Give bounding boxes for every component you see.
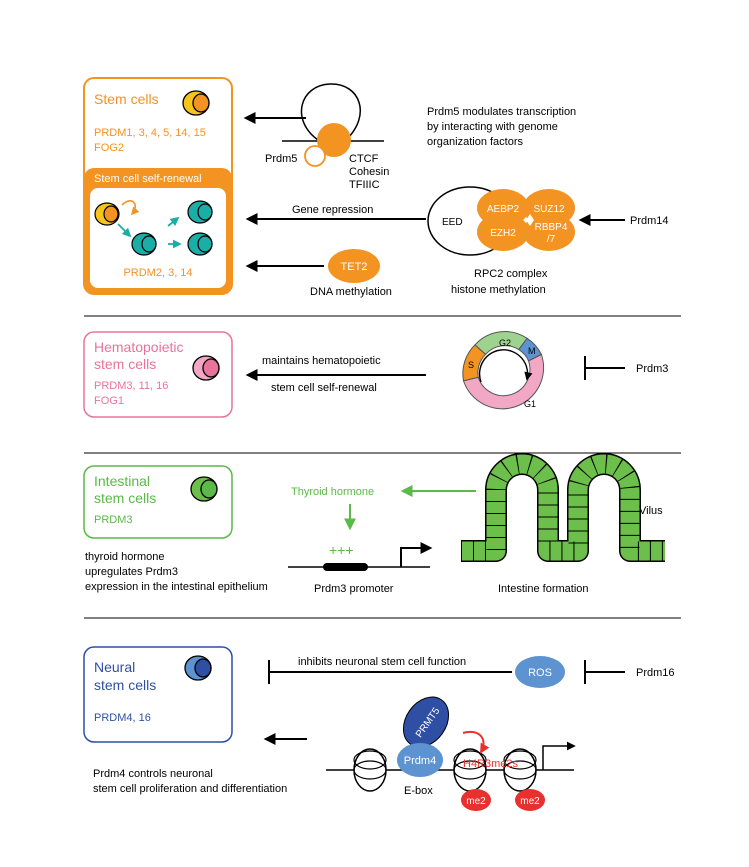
- promoter-block: [323, 563, 368, 571]
- prdm3-promoter: [288, 542, 433, 571]
- hematopoietic-section: Hematopoietic stem cells PRDM3, 11, 16 F…: [83, 331, 668, 418]
- prc2-complex: EED AEBP2 EZH2 SUZ12 RBBP4 /7: [427, 186, 575, 256]
- hematopoietic-arrow-label-1: maintains hematopoietic: [262, 355, 381, 367]
- ctcf-label: CTCF: [349, 153, 379, 165]
- prdm4-protein: [397, 743, 443, 777]
- neural-cell-icon: [184, 655, 212, 681]
- tet2-label: TET2: [341, 261, 368, 273]
- prdm5-desc-2: by interacting with genome: [427, 121, 558, 133]
- plus-signs: +++: [329, 542, 354, 558]
- rbbp4-label: RBBP4: [535, 222, 568, 233]
- me2-label-1: me2: [466, 796, 486, 807]
- neural-chromatin: [326, 741, 576, 792]
- prc2-label-1: RPC2 complex: [474, 268, 548, 280]
- stem-cells-title: Stem cells: [94, 91, 159, 107]
- cell-cycle-m-label: M: [528, 346, 536, 356]
- tet2-protein: [328, 249, 380, 283]
- prdm3-label: Prdm3: [636, 363, 668, 375]
- cell-cycle-s-label: S: [468, 360, 474, 370]
- self-renewal-cells: [94, 200, 213, 256]
- formation-label: Intestine formation: [498, 583, 589, 595]
- aebp2-label: AEBP2: [487, 204, 520, 215]
- neural-section: Neural stem cells PRDM4, 16 inhibits neu…: [83, 646, 675, 811]
- intestinal-desc-2: upregulates Prdm3: [85, 566, 178, 578]
- stem-cells-fog: FOG2: [94, 142, 124, 154]
- nucleosome-3: [503, 748, 537, 792]
- self-renewal-banner: Stem cell self-renewal: [94, 173, 202, 185]
- ros-label: ROS: [528, 667, 552, 679]
- neural-title-2: stem cells: [94, 677, 156, 693]
- prmt5-protein: [402, 696, 450, 748]
- renewal-prdms: PRDM2, 3, 14: [123, 267, 192, 279]
- promoter-label: Prdm3 promoter: [314, 583, 394, 595]
- intestinal-desc-1: thyroid hormone: [85, 551, 165, 563]
- neural-title-1: Neural: [94, 659, 135, 675]
- vilus-label: Vilus: [639, 505, 663, 517]
- rbbp4-label-2: /7: [547, 234, 556, 245]
- methylation-arrow: [462, 730, 490, 754]
- gene-repression-label: Gene repression: [292, 204, 373, 216]
- intestinal-cell-icon: [190, 476, 218, 502]
- transcription-start-arrow: [400, 542, 433, 567]
- intestinal-title-2: stem cells: [94, 490, 156, 506]
- me2-mark-2: [515, 789, 545, 811]
- intestinal-prdm: PRDM3: [94, 514, 133, 526]
- ezh2-label: EZH2: [490, 228, 516, 239]
- intestinal-section: Intestinal stem cells PRDM3 Thyroid horm…: [83, 453, 665, 595]
- intestinal-desc-3: expression in the intestinal epithelium: [85, 581, 268, 593]
- neural-desc-2: stem cell proliferation and differentiat…: [93, 783, 287, 795]
- thyroid-label: Thyroid hormone: [291, 486, 374, 498]
- cell-cycle-g1-label: G1: [524, 399, 536, 409]
- prdm5-protein: [304, 145, 326, 167]
- prdm5-desc-1: Prdm5 modulates transcription: [427, 106, 576, 118]
- neural-prdms: PRDM4, 16: [94, 712, 151, 724]
- hematopoietic-cell-icon: [192, 355, 220, 381]
- cell-cycle: S G2 M G1: [462, 331, 545, 410]
- me2-label-2: me2: [520, 796, 540, 807]
- prdm14-label: Prdm14: [630, 215, 669, 227]
- ezh2-subunit: [477, 213, 529, 251]
- eed-label: EED: [442, 217, 463, 228]
- ros-molecule: [515, 656, 565, 688]
- cell-cycle-arrow: [478, 349, 533, 383]
- hematopoietic-title-2: stem cells: [94, 356, 156, 372]
- cell-cycle-g2-label: G2: [499, 338, 511, 348]
- intestinal-title-1: Intestinal: [94, 473, 150, 489]
- suz12-label: SUZ12: [533, 204, 565, 215]
- hematopoietic-arrow-label-2: stem cell self-renewal: [271, 382, 377, 394]
- tfiiic-label: TFIIIC: [349, 179, 380, 191]
- prdm4-label: Prdm4: [404, 755, 436, 767]
- prdm16-label: Prdm16: [636, 667, 675, 679]
- rbbp4-subunit: [523, 213, 575, 251]
- dna-methylation-label: DNA methylation: [310, 286, 392, 298]
- hematopoietic-box: [83, 331, 233, 418]
- neural-desc-1: Prdm4 controls neuronal: [93, 768, 213, 780]
- neural-tss-arrow: [542, 741, 576, 770]
- stem-cells-section: Stem cells PRDM1, 3, 4, 5, 14, 15 FOG2 S…: [83, 77, 669, 298]
- ebox-label: E-box: [404, 785, 433, 797]
- stem-cells-prdms: PRDM1, 3, 4, 5, 14, 15: [94, 127, 206, 139]
- cohesin-label: Cohesin: [349, 166, 389, 178]
- prc2-label-2: histone methylation: [451, 284, 546, 296]
- intestine-villus: [461, 453, 665, 562]
- renewal-loop-arrow: [121, 200, 140, 216]
- me2-mark-1: [461, 789, 491, 811]
- h4r3-label: H4R3me2s: [463, 758, 519, 770]
- cell-cycle-g1: [462, 353, 545, 410]
- inhibits-label: inhibits neuronal stem cell function: [298, 656, 466, 668]
- prdm5-desc-3: organization factors: [427, 136, 523, 148]
- chromatin-loop: [282, 83, 384, 167]
- nucleosome-1: [353, 748, 387, 792]
- hematopoietic-fog: FOG1: [94, 395, 124, 407]
- nucleosome-2: [453, 748, 487, 792]
- hematopoietic-prdms: PRDM3, 11, 16: [94, 380, 168, 392]
- hematopoietic-title-1: Hematopoietic: [94, 339, 184, 355]
- stem-cell-icon: [182, 90, 210, 116]
- ctcf-complex: [317, 123, 351, 157]
- prdm5-label: Prdm5: [265, 153, 297, 165]
